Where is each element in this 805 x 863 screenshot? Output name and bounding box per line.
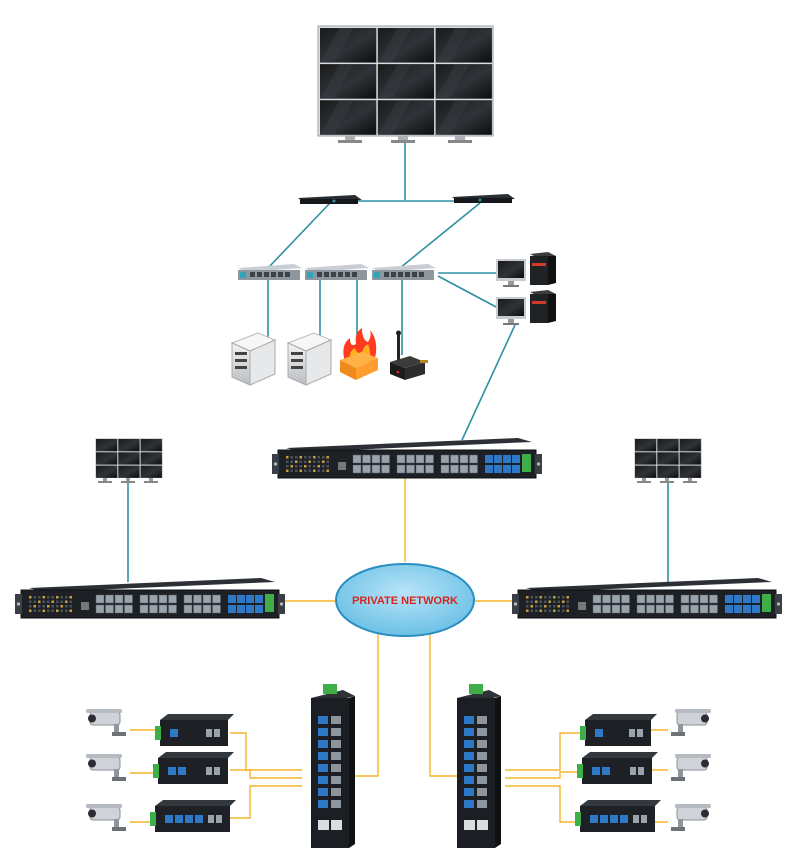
link-poe-l2 [230, 769, 302, 779]
link-poe-r2 [505, 771, 580, 779]
ip-camera-icon [671, 804, 711, 831]
link-switch-a-to-rack [267, 202, 331, 269]
ip-camera-icon [671, 709, 711, 736]
storage-server-icon [230, 332, 277, 386]
ip-camera-icon [86, 804, 126, 831]
link-poe-l3 [230, 785, 302, 819]
private-network-label: PRIVATE NETWORK [352, 595, 458, 607]
ip-camera-icon [671, 754, 711, 781]
rack-server-icon [372, 264, 436, 280]
video-wall-icon [95, 438, 163, 483]
rack-server-icon [305, 264, 369, 280]
rack-server-icon [238, 264, 302, 280]
industrial-din-switch-icon [457, 684, 501, 848]
rack-managed-switch-icon [15, 578, 285, 619]
industrial-din-switch-icon [311, 684, 355, 848]
poe-switch-icon [580, 714, 657, 746]
rack-managed-switch-icon [512, 578, 782, 619]
link-poe-l1 [230, 732, 302, 771]
poe-switch-icon [575, 800, 661, 832]
link-poe-r1 [505, 732, 580, 771]
link-cloud-to-din-right [429, 630, 460, 777]
ip-camera-icon [86, 754, 126, 781]
workstation-icon [496, 252, 556, 287]
network-switch-icon [452, 194, 515, 203]
poe-switch-icon [150, 800, 236, 832]
poe-switch-icon [577, 752, 658, 784]
firewall-icon [340, 328, 378, 380]
wireless-gateway-icon [390, 330, 428, 380]
workstation-icon [496, 290, 556, 325]
link-rack-to-workstation-2 [437, 275, 499, 309]
storage-server-icon [286, 332, 333, 386]
link-poe-r3 [505, 785, 578, 823]
link-workstation-to-core-switch [461, 324, 516, 441]
private-network-cloud: PRIVATE NETWORK [335, 563, 475, 637]
video-wall-icon [317, 25, 494, 143]
poe-switch-icon [153, 752, 234, 784]
rack-managed-switch-icon [272, 438, 542, 479]
video-wall-icon [634, 438, 702, 483]
link-switch-b-to-rack [399, 202, 481, 269]
link-cloud-to-din-left [350, 630, 379, 777]
poe-switch-icon [155, 714, 234, 746]
ip-camera-icon [86, 709, 126, 736]
network-switch-icon [298, 195, 362, 204]
